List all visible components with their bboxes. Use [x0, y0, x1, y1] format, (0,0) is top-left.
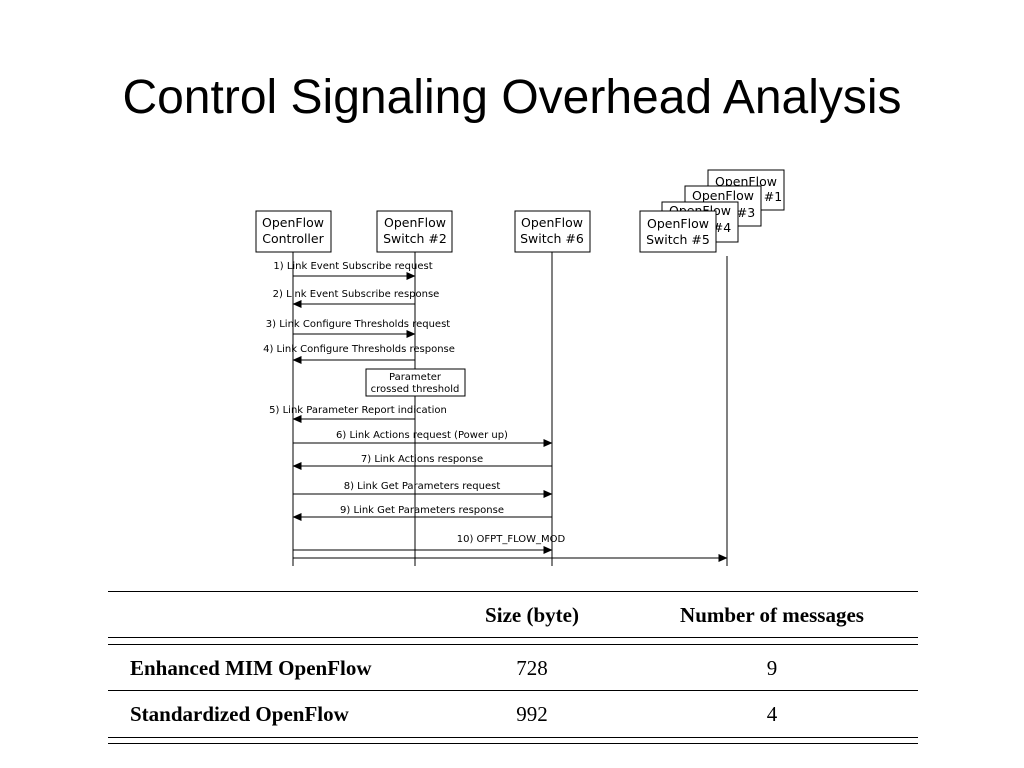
svg-text:Switch #5: Switch #5 [646, 232, 710, 247]
svg-text:5) Link Parameter Report indic: 5) Link Parameter Report indication [269, 405, 447, 416]
svg-text:4) Link Configure Thresholds r: 4) Link Configure Thresholds response [263, 344, 455, 355]
switch-box-5: OpenFlow Switch #5 [639, 210, 717, 253]
sequence-diagram: OpenFlow #1 OpenFlow #3 OpenFlow #4 Open… [255, 169, 785, 566]
message-1: 1) Link Event Subscribe request [273, 261, 433, 280]
message-2: 2) Link Event Subscribe response [273, 289, 440, 308]
svg-text:crossed threshold: crossed threshold [371, 384, 460, 395]
overhead-table: Size (byte) Number of messages Enhanced … [108, 591, 918, 747]
switch-box-6: OpenFlow Switch #6 [514, 210, 591, 253]
svg-text:Switch #2: Switch #2 [383, 231, 447, 246]
svg-text:9) Link Get Parameters respons: 9) Link Get Parameters response [340, 505, 504, 516]
threshold-note: Parameter crossed threshold [365, 368, 466, 397]
svg-text:#1: #1 [764, 189, 782, 204]
message-9: 9) Link Get Parameters response [292, 505, 552, 521]
slide-title: Control Signaling Overhead Analysis [122, 71, 902, 124]
header-messages: Number of messages [680, 603, 864, 627]
svg-text:#4: #4 [713, 220, 731, 235]
message-7: 7) Link Actions response [292, 454, 552, 470]
svg-text:OpenFlow: OpenFlow [521, 215, 583, 230]
cell-messages-enhanced: 9 [766, 656, 778, 680]
svg-text:Parameter: Parameter [389, 372, 442, 383]
svg-text:7) Link Actions response: 7) Link Actions response [361, 454, 483, 465]
svg-text:1) Link Event Subscribe reques: 1) Link Event Subscribe request [273, 261, 432, 272]
cell-size-enhanced: 728 [516, 656, 548, 680]
controller-box: OpenFlow Controller [255, 210, 332, 253]
message-10: 10) OFPT_FLOW_MOD [293, 534, 728, 562]
svg-text:OpenFlow: OpenFlow [715, 174, 777, 189]
svg-text:Switch #6: Switch #6 [520, 231, 584, 246]
header-size: Size (byte) [485, 603, 579, 627]
svg-text:2) Link Event Subscribe respon: 2) Link Event Subscribe response [273, 289, 440, 300]
message-6: 6) Link Actions request (Power up) [293, 430, 553, 447]
svg-text:OpenFlow: OpenFlow [262, 215, 324, 230]
svg-text:3) Link Configure Thresholds r: 3) Link Configure Thresholds request [266, 319, 451, 330]
message-3: 3) Link Configure Thresholds request [266, 319, 451, 338]
message-5: 5) Link Parameter Report indication [269, 405, 447, 423]
row-label-enhanced: Enhanced MIM OpenFlow [130, 656, 372, 680]
svg-text:6) Link Actions request (Power: 6) Link Actions request (Power up) [336, 430, 508, 441]
row-label-standardized: Standardized OpenFlow [130, 702, 349, 726]
svg-text:8) Link Get Parameters request: 8) Link Get Parameters request [344, 481, 501, 492]
cell-messages-standardized: 4 [766, 702, 778, 726]
message-8: 8) Link Get Parameters request [293, 481, 553, 498]
svg-text:OpenFlow: OpenFlow [384, 215, 446, 230]
cell-size-standardized: 992 [516, 702, 548, 726]
svg-text:#3: #3 [737, 205, 755, 220]
svg-text:OpenFlow: OpenFlow [647, 216, 709, 231]
switch-box-2: OpenFlow Switch #2 [376, 210, 453, 253]
svg-text:OpenFlow: OpenFlow [692, 188, 754, 203]
svg-text:10) OFPT_FLOW_MOD: 10) OFPT_FLOW_MOD [457, 534, 566, 545]
message-4: 4) Link Configure Thresholds response [263, 344, 455, 364]
svg-text:Controller: Controller [262, 231, 324, 246]
